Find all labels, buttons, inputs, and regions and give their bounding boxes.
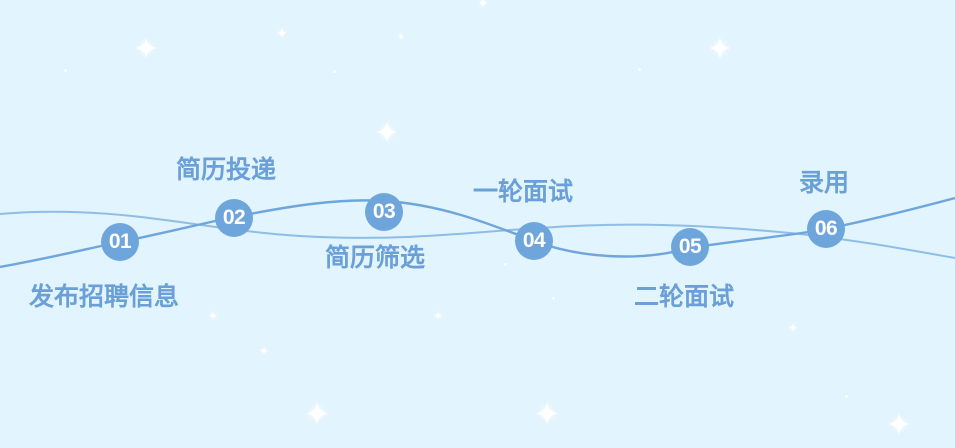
step-label-03[interactable]: 简历筛选 [325,243,426,272]
star-dot [638,68,641,71]
sparkle-icon: ✦ [886,408,912,443]
sparkle-icon: ✦ [477,0,489,12]
sparkle-icon: ✦ [787,321,799,335]
sparkle-icon: ✦ [432,309,444,323]
sparkle-icon: ✦ [396,32,406,43]
star-dot [333,70,336,73]
sparkle-icon: ✦ [133,32,159,67]
star-dot [64,69,67,72]
sparkle-icon: ✦ [707,32,733,67]
step-number: 01 [108,230,132,253]
star-dot [504,263,507,266]
step-number: 03 [372,200,396,223]
sparkle-icon: ✦ [303,395,331,433]
step-label-06[interactable]: 录用 [799,168,850,197]
step-node-01[interactable]: 01 [101,223,139,261]
step-number: 05 [678,235,702,258]
step-number: 02 [222,206,246,229]
step-label-01[interactable]: 发布招聘信息 [29,282,180,311]
step-label-02[interactable]: 简历投递 [176,155,277,184]
star-dot [845,395,848,398]
step-node-04[interactable]: 04 [515,222,553,260]
sparkle-icon: ✦ [374,116,400,151]
step-number: 04 [522,229,546,252]
step-node-06[interactable]: 06 [807,210,845,248]
step-label-04[interactable]: 一轮面试 [473,177,574,206]
step-number: 06 [814,217,838,240]
step-node-02[interactable]: 02 [215,199,253,237]
sparkle-icon: ✦ [258,344,270,358]
step-node-05[interactable]: 05 [671,228,709,266]
star-dot [552,297,555,300]
sparkle-icon: ✦ [533,395,561,433]
step-node-03[interactable]: 03 [365,193,403,231]
sparkle-icon: ✦ [207,309,219,323]
sparkle-icon: ✦ [276,26,288,42]
step-label-05[interactable]: 二轮面试 [634,282,735,311]
